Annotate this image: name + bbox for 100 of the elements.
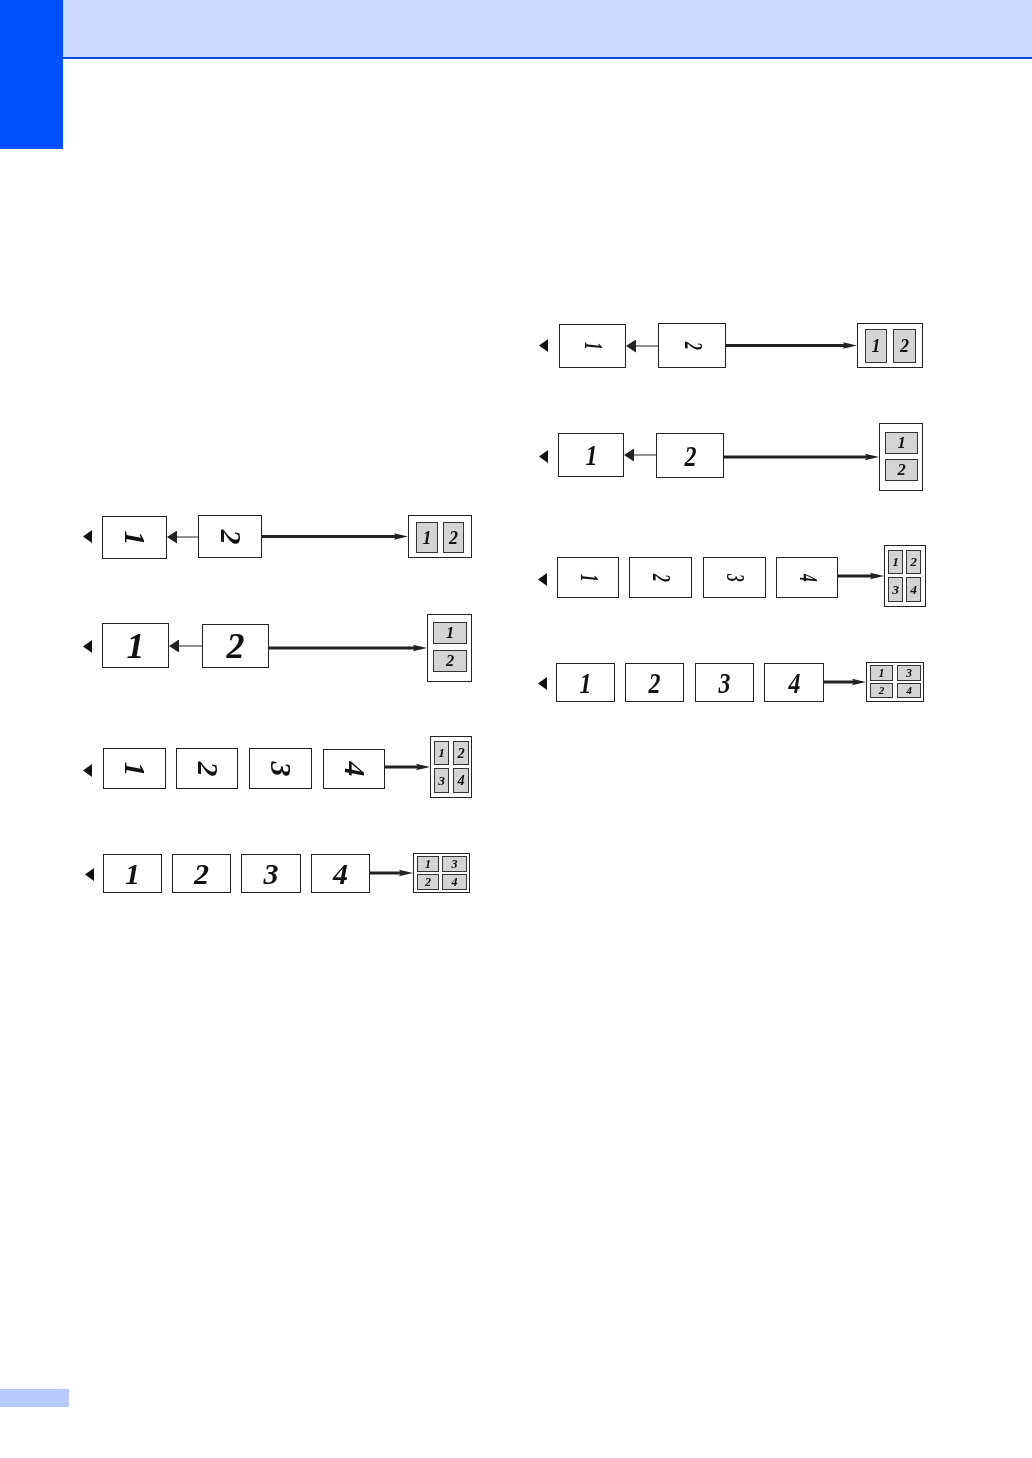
page-number: 1 (575, 573, 601, 582)
page-thumbnail (885, 459, 918, 481)
page-sheet (311, 854, 370, 893)
page-sheet (198, 515, 262, 558)
page-number: 1 (585, 440, 597, 470)
page-number: 4 (794, 573, 820, 582)
page-thumbnail (888, 550, 903, 574)
page-thumbnail (417, 856, 439, 872)
page-number: 1 (892, 555, 899, 569)
page-number: 3 (438, 773, 445, 788)
page-thumbnail (434, 768, 449, 793)
arrow (385, 763, 430, 771)
page-sheet (202, 624, 269, 668)
arrow (726, 342, 857, 349)
page-number: 1 (425, 858, 431, 870)
page-thumbnail (893, 329, 916, 363)
page-number: 1 (579, 667, 592, 698)
page-thumbnail (433, 650, 467, 672)
page-number: 4 (339, 761, 369, 777)
page-number: 2 (215, 529, 245, 544)
page-thumbnail (870, 683, 893, 698)
page-number: 1 (897, 434, 906, 452)
page-number: 3 (906, 667, 912, 679)
page-sheet (323, 749, 385, 789)
page-number: 2 (647, 573, 674, 582)
page-number: 4 (451, 876, 458, 888)
page-sheet (695, 663, 754, 702)
output-sheet (879, 423, 923, 491)
output-sheet (884, 545, 926, 607)
page-number: 1 (119, 530, 150, 545)
page-sheet (172, 854, 231, 893)
arrow (724, 453, 879, 461)
page-number: 3 (721, 573, 748, 582)
page-sheet (776, 557, 838, 598)
page-number: 1 (445, 624, 455, 642)
page-sheet (176, 748, 238, 789)
page-number: 3 (451, 858, 458, 870)
arrow (262, 533, 408, 540)
page-sheet (656, 433, 724, 478)
page-sheet (558, 433, 624, 477)
page-number: 2 (684, 440, 696, 471)
page-thumbnail (865, 329, 887, 363)
page-sheet (625, 663, 684, 702)
page-number: 4 (906, 684, 912, 697)
page-thumbnail (442, 856, 467, 872)
page-number: 1 (579, 342, 606, 350)
page-thumbnail (453, 741, 469, 765)
arrow (370, 869, 413, 877)
output-sheet (430, 736, 472, 798)
page-thumbnail (417, 874, 439, 890)
page-number: 2 (194, 858, 209, 889)
page-thumbnail (434, 741, 449, 765)
page-number: 1 (422, 528, 432, 547)
page-thumbnail (416, 522, 438, 553)
page-number: 1 (126, 627, 145, 664)
page-number: 2 (449, 528, 458, 547)
page-thumbnail (906, 577, 921, 602)
arrow (623, 448, 657, 462)
page-thumbnail (453, 768, 469, 793)
page-number: 3 (892, 582, 899, 597)
page-thumbnail (906, 550, 921, 574)
page-sheet (629, 557, 692, 598)
page-sheet (102, 623, 169, 668)
page-thumbnail (885, 432, 918, 454)
page-thumbnail (888, 577, 903, 602)
page-sheet (703, 557, 766, 598)
page-number: 2 (192, 761, 222, 776)
arrow (166, 530, 199, 544)
page-sheet (103, 748, 166, 789)
page-thumbnail (442, 874, 467, 890)
output-sheet (427, 614, 472, 682)
page-thumbnail (443, 522, 464, 553)
output-sheet (866, 662, 924, 702)
page-thumbnail (897, 683, 921, 698)
page-sheet (556, 663, 615, 702)
page-number: 1 (119, 761, 150, 776)
page-sheet (658, 323, 726, 368)
page-number: 3 (265, 761, 296, 776)
page-number: 2 (679, 341, 705, 350)
page-thumbnail (870, 665, 893, 681)
page-number: 2 (910, 555, 917, 569)
output-sheet (408, 515, 472, 558)
page-number: 2 (878, 684, 885, 697)
page-number: 1 (878, 667, 885, 679)
page-number: 2 (445, 652, 455, 670)
page-number: 4 (333, 858, 348, 889)
page-number: 3 (718, 667, 731, 698)
page-number: 2 (897, 461, 906, 479)
page-number: 2 (457, 745, 465, 761)
page-sheet (241, 854, 301, 893)
arrow (625, 339, 659, 353)
arrow (269, 644, 427, 652)
page-sheet (559, 324, 626, 368)
output-sheet (413, 853, 470, 893)
page-number: 4 (788, 667, 800, 698)
page-number: 4 (910, 582, 917, 597)
page-number: 2 (226, 628, 245, 664)
page-sheet (103, 854, 162, 893)
page-number: 1 (125, 858, 140, 889)
arrow (168, 639, 203, 653)
